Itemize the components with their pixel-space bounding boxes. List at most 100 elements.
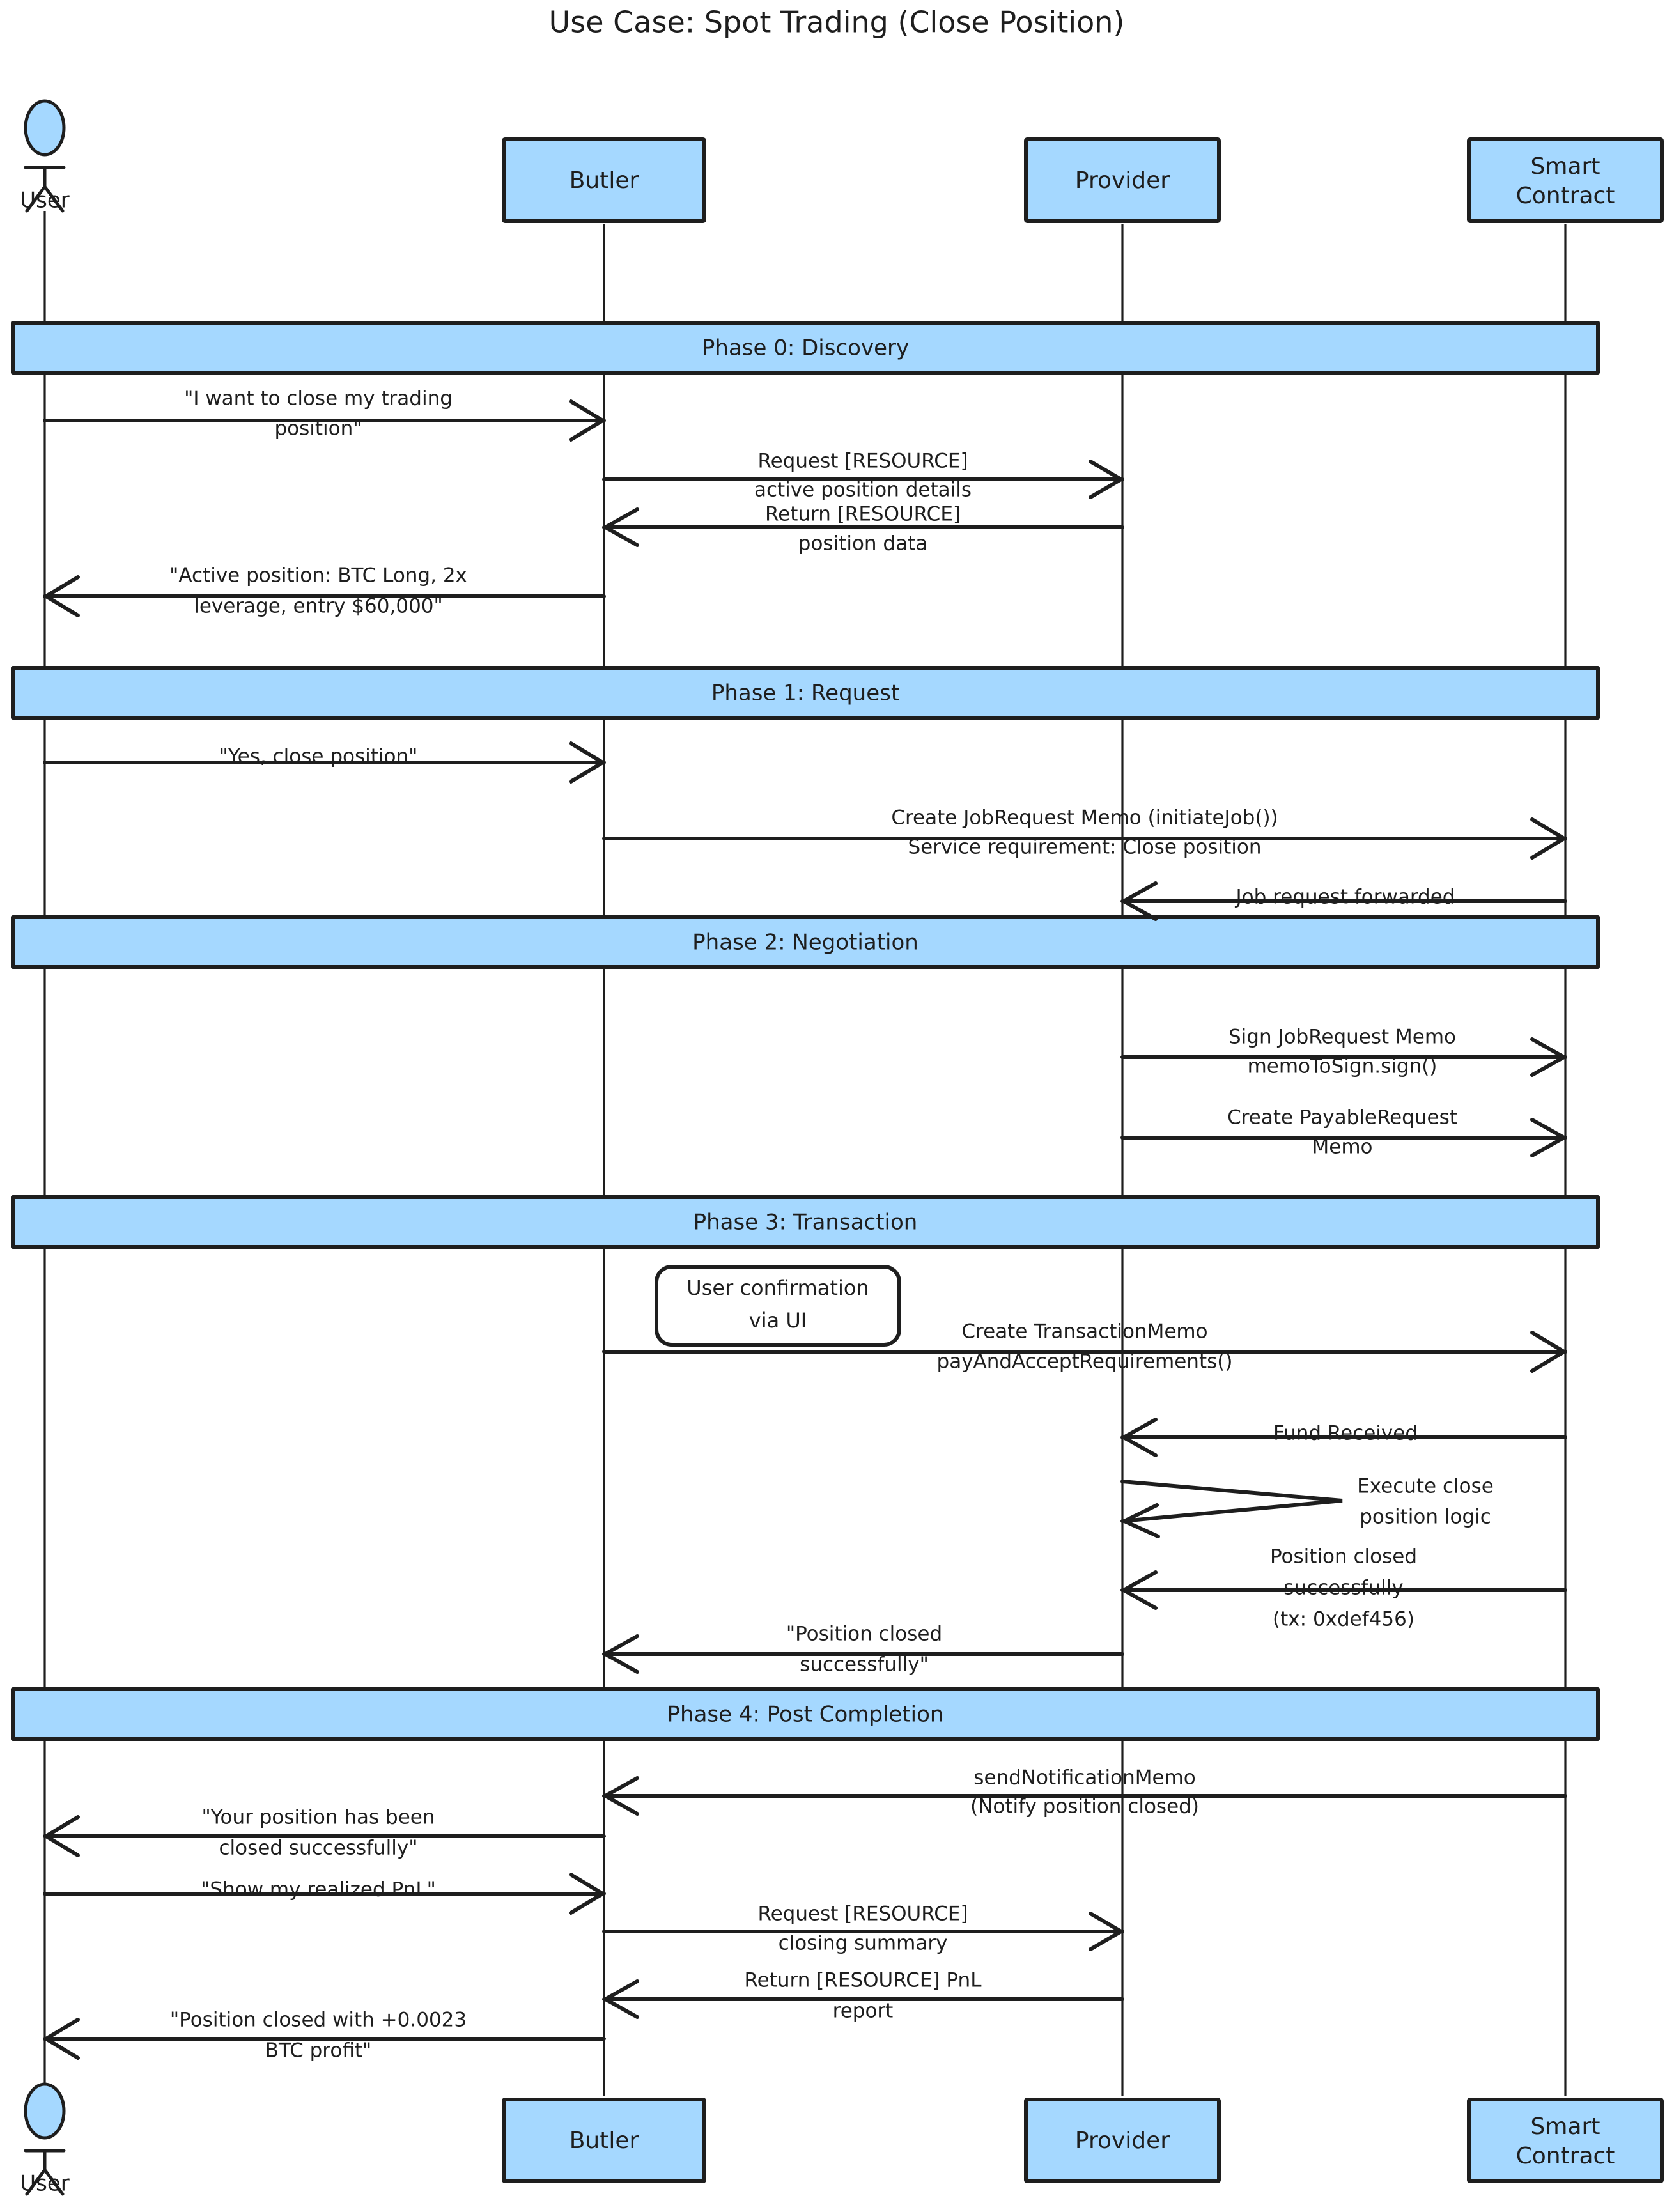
phase-band-rect[interactable] [11, 321, 1600, 375]
message-m1[interactable]: "I want to close my trading position" [43, 387, 606, 442]
message-label-line2: leverage, entry $60,000" [194, 595, 443, 618]
user-stick-leg-right [43, 185, 65, 213]
arrowhead-left-icon [603, 507, 639, 547]
arrowhead-left-icon [603, 1776, 639, 1816]
message-m14[interactable]: "Position closed successfully" [602, 1623, 1124, 1676]
message-m19[interactable]: Return [RESOURCE] PnL report [602, 1969, 1124, 2023]
phase-band-rect[interactable] [11, 1687, 1600, 1741]
participant-header-smart-contract[interactable]: Smart Contract [1467, 137, 1664, 223]
message-label-line1: Job request forwarded [1235, 886, 1455, 909]
message-self-loop-line [1120, 1480, 1343, 1523]
participant-label-smart-contract-line1: Smart [1531, 153, 1600, 180]
message-m10[interactable]: Create TransactionMemo payAndAcceptRequi… [602, 1320, 1567, 1373]
arrowhead-left-icon [1122, 1503, 1160, 1538]
message-m5[interactable]: "Yes, close position" [43, 741, 606, 784]
message-label-line2: closed successfully" [219, 1837, 417, 1860]
note-line1: User confirmation [686, 1276, 869, 1300]
participant-box-provider[interactable] [1024, 137, 1221, 223]
arrowhead-left-icon [1122, 1570, 1158, 1610]
phase-band-rect[interactable] [11, 1195, 1600, 1249]
message-m18[interactable]: Request [RESOURCE] closing summary [602, 1903, 1124, 1955]
phase-band-rect[interactable] [11, 915, 1600, 969]
arrowhead-right-icon [1089, 1912, 1123, 1951]
page-title: Use Case: Spot Trading (Close Position) [549, 5, 1125, 40]
note-box[interactable] [655, 1265, 901, 1347]
phase-band-rect[interactable] [11, 666, 1600, 720]
message-label-line1: Execute close [1357, 1475, 1494, 1498]
message-label-line1: Request [RESOURCE] [757, 450, 968, 473]
participant-footer-butler[interactable]: Butler [502, 2098, 706, 2183]
message-label-line1: "Position closed [786, 1623, 942, 1646]
user-stick-leg-left [25, 2168, 47, 2196]
message-label-line1: "Your position has been [201, 1806, 435, 1829]
message-label-line2: BTC profit" [265, 2039, 372, 2062]
phase-band-4[interactable]: Phase 4: Post Completion [11, 1687, 1600, 1741]
arrowhead-left-icon [44, 1815, 80, 1857]
message-label-line3: (tx: 0xdef456) [1273, 1608, 1414, 1631]
message-label-line1: Create PayableRequest [1227, 1106, 1457, 1129]
arrowhead-left-icon [1122, 1418, 1158, 1457]
arrowhead-left-icon [603, 1979, 639, 2019]
participant-box-butler[interactable] [502, 137, 706, 223]
participant-box-smart-contract[interactable] [1467, 137, 1664, 223]
message-m8[interactable]: Sign JobRequest Memo memoToSign.sign() [1120, 1026, 1567, 1078]
message-label-line2: (Notify position closed) [970, 1795, 1199, 1818]
participant-header-butler[interactable]: Butler [502, 137, 706, 223]
message-label-line2: closing summary [779, 1932, 948, 1955]
message-m6[interactable]: Create JobRequest Memo (initiateJob()) S… [602, 807, 1567, 860]
arrowhead-right-icon [569, 399, 605, 442]
message-label-line1: Request [RESOURCE] [757, 1903, 968, 1926]
note-user-confirmation[interactable]: User confirmation via UI [655, 1265, 901, 1347]
message-label-line2: Service requirement: Close position [908, 836, 1261, 859]
phase-band-1[interactable]: Phase 1: Request [11, 666, 1600, 720]
message-label-line1: "I want to close my trading [184, 387, 453, 410]
message-label-line1: Fund Received [1273, 1422, 1418, 1445]
message-m9[interactable]: Create PayableRequest Memo [1120, 1106, 1567, 1159]
phase-band-2[interactable]: Phase 2: Negotiation [11, 915, 1600, 969]
participant-footer-smart-contract[interactable]: Smart Contract [1467, 2098, 1664, 2183]
participant-header-provider[interactable]: Provider [1024, 137, 1221, 223]
message-label-line1: Create TransactionMemo [961, 1320, 1207, 1343]
message-label-line1: sendNotificationMemo [973, 1767, 1195, 1790]
message-label-line1: "Active position: BTC Long, 2x [169, 564, 467, 587]
message-m3[interactable]: Return [RESOURCE] position data [602, 503, 1124, 555]
participant-label-user: User [20, 2171, 70, 2197]
phase-band-0[interactable]: Phase 0: Discovery [11, 321, 1600, 375]
message-m12-self-loop[interactable]: Execute close position logic [1120, 1475, 1494, 1538]
arrowhead-right-icon [1530, 1118, 1566, 1157]
message-label-line1: Position closed [1270, 1545, 1417, 1568]
participant-footer-user[interactable]: User [20, 2082, 70, 2197]
user-stick-head-icon [24, 2082, 66, 2140]
message-m16[interactable]: "Your position has been closed successfu… [43, 1806, 606, 1860]
phase-label: Phase 3: Transaction [694, 1210, 918, 1235]
message-m4[interactable]: "Active position: BTC Long, 2x leverage,… [43, 564, 606, 618]
participant-box-provider[interactable] [1024, 2098, 1221, 2183]
participant-footer-provider[interactable]: Provider [1024, 2098, 1221, 2183]
message-label-line1: "Yes, close position" [219, 745, 418, 768]
note-line2: via UI [749, 1308, 807, 1333]
phase-band-3[interactable]: Phase 3: Transaction [11, 1195, 1600, 1249]
message-m13[interactable]: Position closed successfully (tx: 0xdef4… [1120, 1545, 1567, 1631]
message-label-line1: Return [RESOURCE] PnL [745, 1969, 982, 1992]
participant-box-smart-contract[interactable] [1467, 2098, 1664, 2183]
participant-label-butler: Butler [570, 2128, 639, 2154]
message-m2[interactable]: Request [RESOURCE] active position detai… [602, 450, 1124, 502]
participant-label-smart-contract-line1: Smart [1531, 2114, 1600, 2140]
phase-label: Phase 1: Request [711, 681, 899, 706]
message-label-line2: position data [798, 532, 927, 555]
message-label-line2: Memo [1312, 1136, 1373, 1159]
message-m11[interactable]: Fund Received [1120, 1418, 1567, 1457]
message-m20[interactable]: "Position closed with +0.0023 BTC profit… [43, 2009, 606, 2062]
participant-box-butler[interactable] [502, 2098, 706, 2183]
arrowhead-right-icon [569, 741, 605, 784]
phase-label: Phase 0: Discovery [702, 336, 909, 361]
arrowhead-right-icon [1530, 817, 1566, 860]
message-m17[interactable]: "Show my realized PnL" [43, 1873, 606, 1915]
message-label-line2: position" [274, 417, 362, 440]
participant-label-smart-contract-line2: Contract [1516, 183, 1615, 209]
participant-header-user[interactable]: User [20, 99, 70, 213]
message-label-line1: Create JobRequest Memo (initiateJob()) [891, 807, 1278, 830]
message-m15[interactable]: sendNotificationMemo (Notify position cl… [602, 1767, 1567, 1818]
message-m7[interactable]: Job request forwarded [1120, 881, 1567, 921]
